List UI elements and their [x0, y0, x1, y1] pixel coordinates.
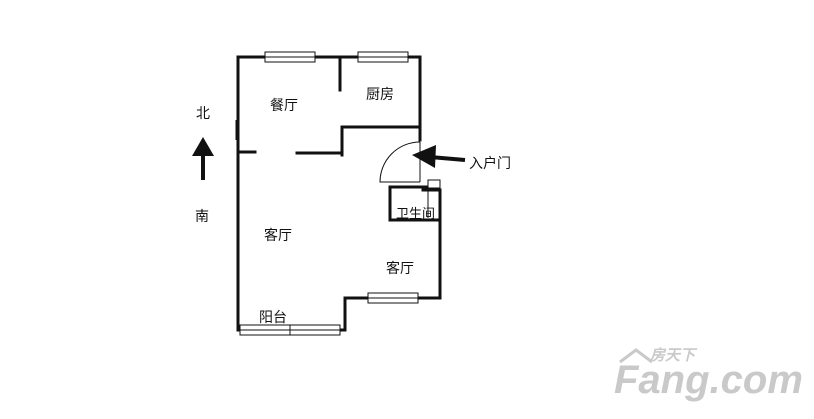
room-label-balcony: 阳台: [259, 310, 287, 326]
room-label-bathroom: 卫生间: [396, 207, 436, 222]
north-arrow-head-icon: [192, 137, 214, 156]
entrance-arrow-icon: [429, 155, 466, 162]
watermark-brand: Fang.com: [614, 358, 803, 402]
entrance-label: 入户门: [469, 156, 511, 172]
compass-north-label: 北: [196, 106, 210, 122]
room-label-living-main: 客厅: [264, 228, 292, 244]
outer-wall: [236, 55, 442, 332]
room-label-kitchen: 厨房: [366, 87, 394, 103]
compass-south-label: 南: [195, 209, 209, 225]
bathroom-vent: [427, 179, 441, 189]
house-logo-icon: [619, 348, 653, 364]
room-label-living-second: 客厅: [386, 261, 414, 277]
room-label-dining: 餐厅: [270, 98, 298, 114]
entrance-door-swing: [379, 141, 421, 183]
entrance-arrow-head-icon: [412, 145, 436, 168]
partition-kitchen-bottom: [340, 125, 422, 157]
watermark-brand-cn: 房天下: [650, 347, 696, 364]
